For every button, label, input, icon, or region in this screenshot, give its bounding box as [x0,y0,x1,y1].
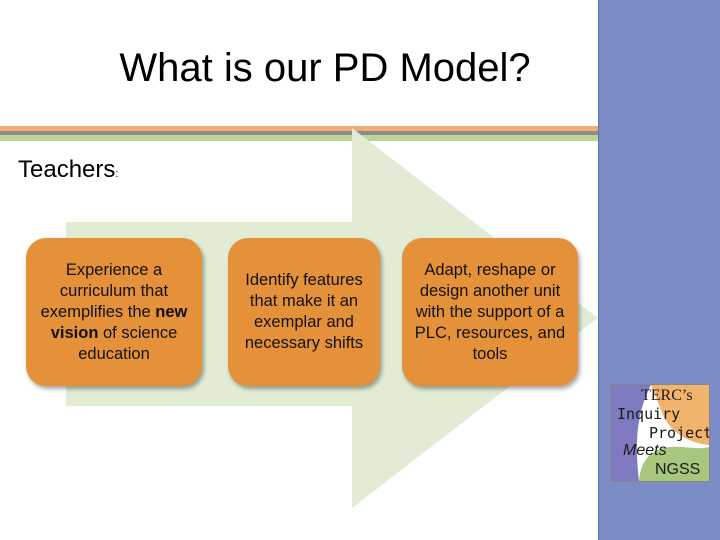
logo-line-inquiry: Inquiry [617,405,681,423]
teachers-colon: : [115,168,119,180]
stripe-orange [0,126,598,131]
step-text-adapt: Adapt, reshape or design another unit wi… [414,260,566,363]
divider-stripes [0,126,598,142]
logo-orange-shape [651,385,709,445]
step-box-adapt: Adapt, reshape or design another unit wi… [402,238,578,386]
stripe-green [0,135,598,141]
step-box-identify: Identify features that make it an exempl… [228,238,380,386]
logo-line-ngss: NGSS [655,461,701,478]
logo-green-shape [639,446,709,481]
logo-purple-shape [611,385,651,481]
step1-text-post: of science education [78,323,178,363]
step-box-experience: Experience a curriculum that exemplifies… [26,238,202,386]
terc-ngss-logo: TERC’s Inquiry Project Meets NGSS [610,384,710,482]
teachers-label: Teachers: [18,156,118,184]
step1-text-pre: Experience a curriculum that exemplifies… [40,260,169,321]
logo-line-tercs: TERC’s [641,387,693,404]
logo-background-shapes [611,385,709,481]
teachers-text: Teachers [18,156,116,183]
step-text-experience: Experience a curriculum that exemplifies… [36,260,192,365]
step1-text-bold: new vision [50,302,188,342]
logo-line-project: Project [649,424,710,442]
slide-title: What is our PD Model? [119,46,531,90]
stripe-gray [0,131,598,135]
logo-line-meets: Meets [623,442,667,459]
step-text-identify: Identify features that make it an exempl… [244,271,364,352]
